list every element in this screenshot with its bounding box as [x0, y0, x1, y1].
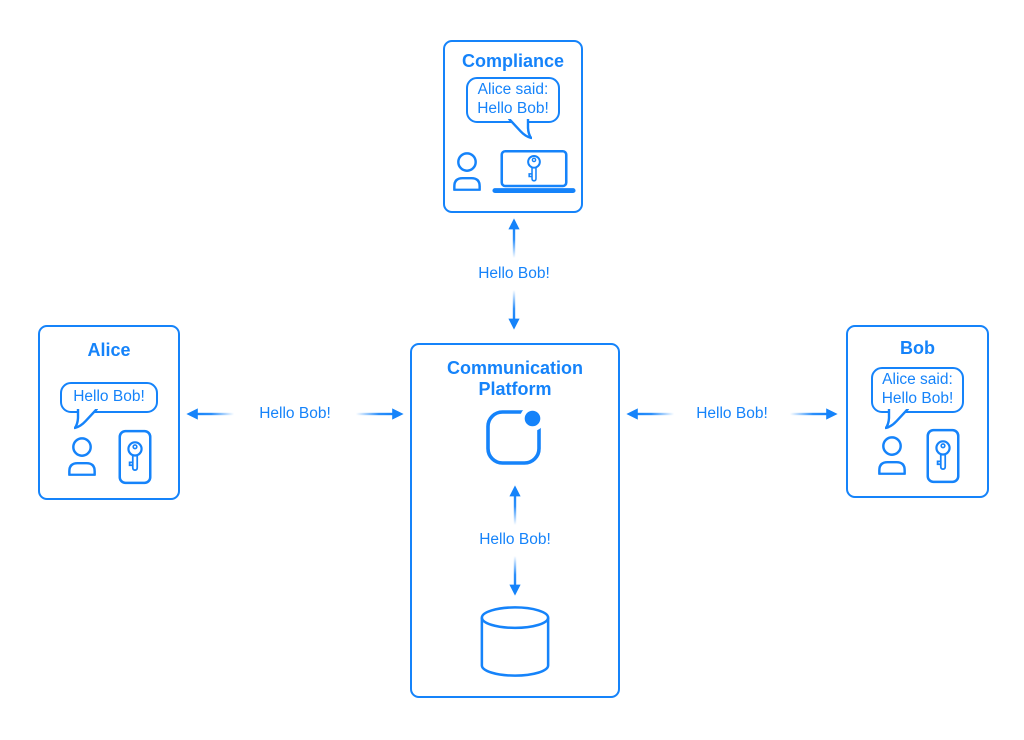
platform-title: Communication Platform [447, 358, 583, 399]
communication-platform-node: Communication Platform Hello Bob! [410, 343, 620, 698]
bob-title: Bob [900, 338, 935, 358]
person-icon [65, 436, 99, 476]
arrow-right-icon [789, 408, 838, 420]
speech-bubble-line: Alice said: [882, 370, 953, 388]
alice-speech-bubble: Hello Bob! [60, 381, 158, 413]
edge-platform-bob: Hello Bob! [626, 401, 838, 427]
laptop-key-icon [491, 149, 577, 195]
phone-key-icon [925, 428, 961, 484]
alice-node: Alice Hello Bob! [38, 325, 180, 500]
arrow-left-icon [186, 408, 234, 420]
edge-label: Hello Bob! [259, 405, 331, 422]
platform-title-line: Communication [446, 358, 583, 378]
speech-bubble-line: Hello Bob! [73, 387, 145, 405]
speech-bubble-tail [502, 119, 532, 140]
bob-speech-bubble: Alice said: Hello Bob! [870, 366, 965, 413]
compliance-title: Compliance [461, 51, 565, 71]
arrow-up-icon [508, 218, 520, 258]
speech-bubble-line: Hello Bob! [881, 389, 954, 407]
person-icon [875, 435, 909, 475]
edge-alice-platform: Hello Bob! [186, 401, 404, 427]
edge-label: Hello Bob! [478, 265, 550, 282]
compliance-speech-bubble: Alice said: Hello Bob! [466, 76, 560, 123]
speech-bubble-line: Hello Bob! [477, 99, 549, 117]
arrow-left-icon [626, 408, 674, 420]
edge-label: Hello Bob! [479, 531, 551, 549]
speech-bubble-line: Alice said: [477, 80, 549, 98]
alice-icons [65, 429, 153, 485]
arrow-down-icon [509, 556, 521, 596]
alice-title: Alice [87, 340, 131, 360]
person-icon [450, 151, 484, 191]
bob-icons [875, 428, 961, 484]
arrow-down-icon [508, 290, 520, 330]
platform-title-line: Platform [478, 378, 552, 399]
speech-bubble-tail [74, 409, 104, 430]
edge-label: Hello Bob! [696, 405, 768, 422]
phone-key-icon [117, 429, 153, 485]
arrow-up-icon [509, 485, 521, 526]
app-message-icon [483, 403, 547, 467]
bob-node: Bob Alice said: Hello Bob! [846, 325, 989, 498]
edge-compliance-platform: Hello Bob! [464, 218, 564, 330]
compliance-node: Compliance Alice said: Hello Bob! [443, 40, 583, 213]
database-icon [477, 604, 553, 680]
speech-bubble-tail [885, 409, 915, 430]
compliance-icons [450, 149, 577, 195]
arrow-right-icon [355, 408, 404, 420]
